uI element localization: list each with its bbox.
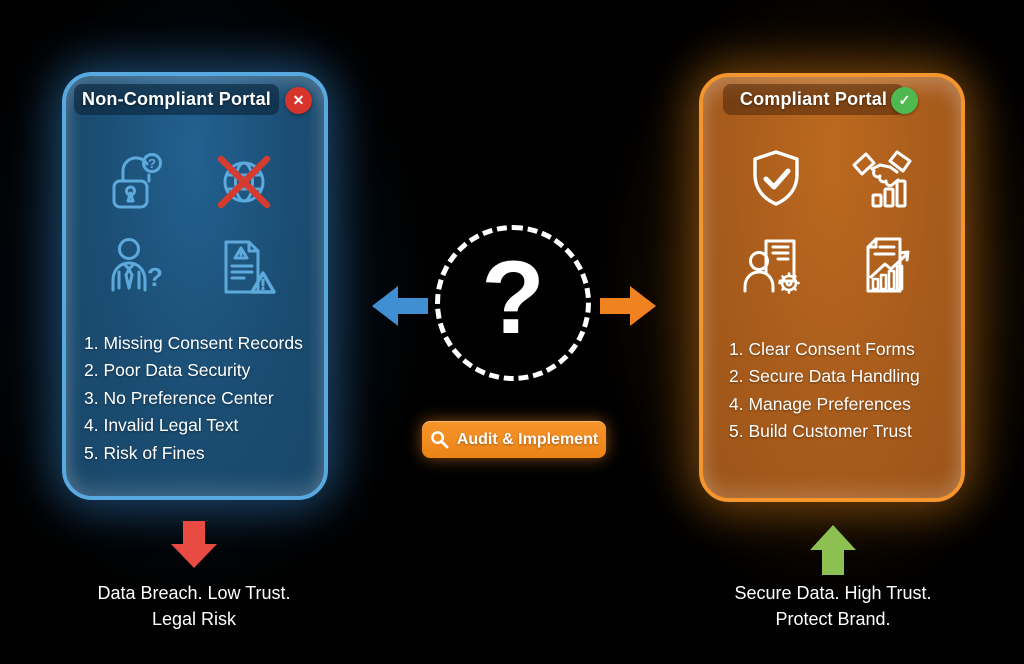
compliant-header: Compliant Portal (723, 84, 904, 115)
non-compliant-title: Non-Compliant Portal (82, 89, 271, 109)
document-growth-chart-icon (856, 231, 920, 299)
decision-circle: ? (435, 225, 591, 381)
outcome-line: Legal Risk (151, 609, 237, 629)
outcome-line: Secure Data. High Trust. (734, 583, 932, 603)
search-icon (430, 431, 449, 449)
shield-check-icon (744, 145, 808, 213)
list-item: 2. Secure Data Handling (729, 366, 920, 387)
user-question-icon: ? (103, 232, 167, 300)
compliant-panel (699, 73, 965, 502)
list-item: 3. No Preference Center (84, 387, 274, 408)
handshake-growth-icon (850, 143, 914, 211)
x-glyph: ✕ (292, 92, 305, 108)
list-item: 5. Build Customer Trust (729, 421, 912, 442)
list-item: 5. Risk of Fines (84, 442, 205, 463)
non-compliant-outcome: Data Breach. Low Trust. Legal Risk (84, 580, 304, 632)
check-glyph: ✓ (898, 92, 911, 108)
list-item: 1. Missing Consent Records (84, 333, 303, 353)
compliant-outcome: Secure Data. High Trust. Protect Brand. (723, 580, 943, 632)
audit-button-label: Audit & Implement (456, 430, 599, 448)
arrow-down-red-icon (171, 521, 217, 568)
question-glyph: ? (147, 262, 163, 292)
document-warning-icon (213, 234, 277, 302)
arrow-left-icon (372, 286, 428, 326)
list-item: 4. Invalid Legal Text (84, 415, 239, 436)
question-glyph: ? (148, 156, 156, 171)
arrow-right-icon (600, 286, 656, 326)
user-document-gear-icon (742, 231, 806, 299)
audit-implement-button[interactable]: Audit & Implement (422, 421, 606, 458)
outcome-line: Protect Brand. (775, 609, 891, 629)
list-item: 4. Manage Preferences (729, 393, 911, 414)
globe-blocked-icon (212, 146, 276, 214)
non-compliant-panel (62, 72, 328, 500)
check-circle-icon: ✓ (891, 87, 918, 114)
non-compliant-list: 1. Missing Consent Records 2. Poor Data … (84, 330, 303, 467)
list-item: 1. Clear Consent Forms (729, 339, 915, 359)
unlocked-padlock-question-icon: ? (105, 145, 169, 213)
arrow-up-green-icon (810, 525, 856, 575)
x-circle-icon: ✕ (285, 87, 312, 114)
list-item: 2. Poor Data Security (84, 360, 251, 381)
non-compliant-header: Non-Compliant Portal (74, 84, 279, 115)
compliant-list: 1. Clear Consent Forms 2. Secure Data Ha… (729, 336, 920, 446)
compliant-title: Compliant Portal (739, 89, 888, 109)
outcome-line: Data Breach. Low Trust. (97, 583, 291, 603)
question-mark: ? (481, 240, 545, 356)
